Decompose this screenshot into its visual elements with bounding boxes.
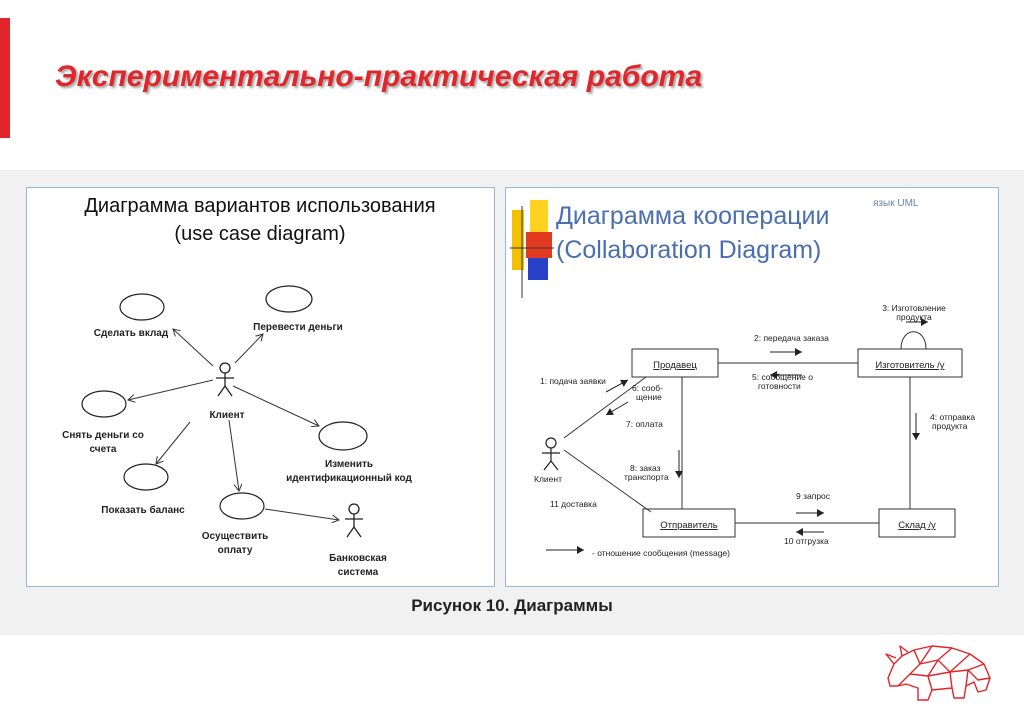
actor-bank-system xyxy=(345,503,363,538)
use-case-change-code-label-2: идентификационный код xyxy=(286,472,412,484)
use-case-transfer-label: Перевести деньги xyxy=(253,322,343,333)
use-case-panel: Диаграмма вариантов использования (use c… xyxy=(26,187,495,587)
use-case-pay xyxy=(219,492,265,520)
msg-4-line2: продукта xyxy=(932,421,968,431)
decor-blocks xyxy=(510,200,554,298)
collab-title-line1: Диаграмма кооперации xyxy=(556,202,829,230)
object-warehouse xyxy=(878,508,956,538)
msg-5-line1: 5: сообщение о xyxy=(752,372,813,382)
actor-bank-label-1: Банковская xyxy=(329,553,387,564)
collab-title-line2: (Collaboration Diagram) xyxy=(556,236,821,264)
msg-3-line1: 3: Изготовление xyxy=(882,303,946,313)
msg-5-line2: готовности xyxy=(758,381,801,391)
use-case-title-line2: (use case diagram) xyxy=(174,223,345,245)
collab-actor-client xyxy=(542,437,560,471)
accent-bar xyxy=(0,18,10,138)
object-warehouse-label: Склад /у xyxy=(898,520,936,531)
use-case-withdraw-label-1: Снять деньги со xyxy=(62,430,144,441)
use-case-title-line1: Диаграмма вариантов использования xyxy=(84,195,435,217)
msg-3-line2: продукта xyxy=(896,312,932,322)
actor-bank-label-2: система xyxy=(338,567,379,578)
rhino-logo xyxy=(885,645,991,701)
use-case-associations xyxy=(128,329,339,520)
use-case-deposit-label: Сделать вклад xyxy=(94,328,169,339)
collaboration-panel: язык UML Диаграмма кооперации (Collabora… xyxy=(505,187,999,587)
figure-caption: Рисунок 10. Диаграммы xyxy=(411,596,613,615)
object-maker-label: Изготовитель /у xyxy=(875,360,944,371)
uml-label: язык UML xyxy=(873,198,919,209)
object-sender-label: Отправитель xyxy=(660,520,718,531)
object-seller xyxy=(631,348,719,378)
actor-client-label: Клиент xyxy=(209,410,244,421)
use-case-transfer xyxy=(265,285,313,313)
use-case-pay-label-2: оплату xyxy=(218,545,253,556)
collaboration-diagram: язык UML Диаграмма кооперации (Collabora… xyxy=(510,198,975,558)
collab-actor-client-label: Клиент xyxy=(534,474,562,484)
use-case-balance xyxy=(123,463,169,491)
msg-4-line1: 4: отправка xyxy=(930,412,975,422)
slide-title: Экспериментально-практическая работа xyxy=(55,60,703,93)
msg-9: 9 запрос xyxy=(796,491,831,501)
use-case-change-code xyxy=(318,421,368,451)
msg-7: 7: оплата xyxy=(626,419,663,429)
legend-text: - отношение сообщения (message) xyxy=(592,548,730,558)
msg-1: 1: подача заявки xyxy=(540,376,606,386)
msg-10: 10 отгрузка xyxy=(784,536,829,546)
use-case-deposit xyxy=(119,293,165,321)
msg-2: 2: передача заказа xyxy=(754,333,829,343)
msg-8-line2: транспорта xyxy=(624,472,669,482)
use-case-withdraw-label-2: счета xyxy=(90,444,117,455)
object-seller-label: Продавец xyxy=(653,360,697,371)
msg-11: 11 доставка xyxy=(550,499,597,509)
msg-8-line1: 8: заказ xyxy=(630,463,661,473)
use-case-change-code-label-1: Изменить xyxy=(325,459,373,470)
collab-message-arrows xyxy=(546,318,928,554)
msg-6-line2: щение xyxy=(636,392,662,402)
use-case-withdraw xyxy=(81,390,127,418)
use-case-diagram: Диаграмма вариантов использования (use c… xyxy=(62,195,435,578)
object-maker xyxy=(857,348,963,378)
use-case-pay-label-1: Осуществить xyxy=(202,531,269,542)
msg-6-line1: 6: сооб- xyxy=(632,383,663,393)
actor-client xyxy=(216,362,234,397)
collab-links xyxy=(563,331,927,524)
use-case-balance-label: Показать баланс xyxy=(101,504,185,516)
